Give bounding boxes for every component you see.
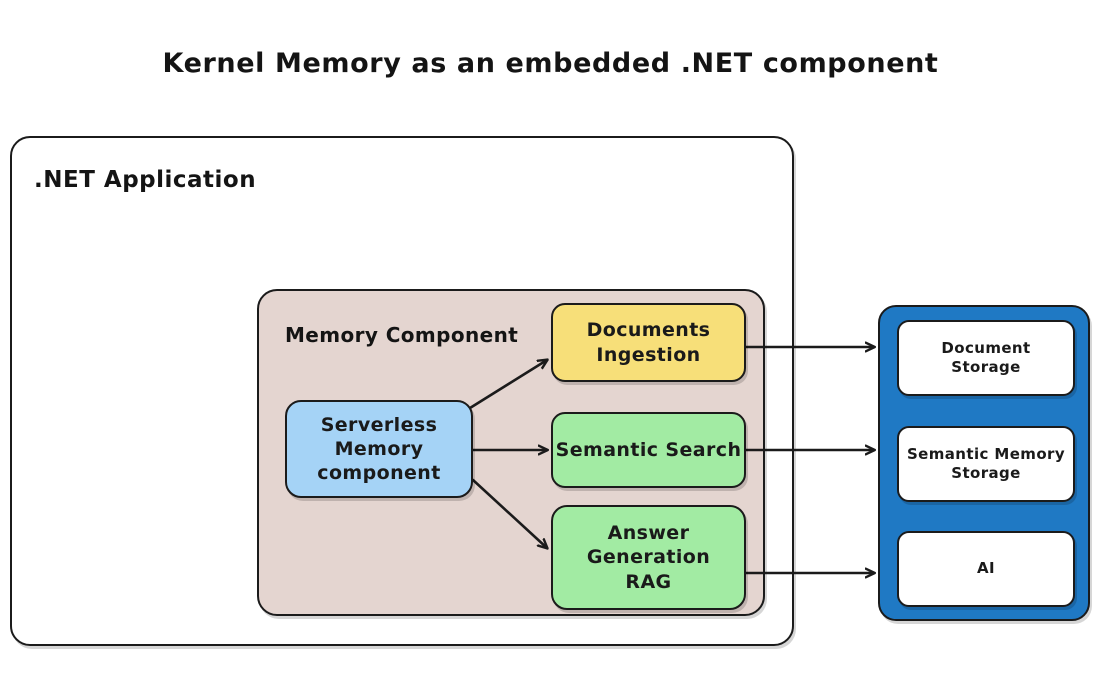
page-title: Kernel Memory as an embedded .NET compon… bbox=[162, 48, 939, 79]
memory-component-label: Memory Component bbox=[285, 323, 519, 347]
node-serverless-memory-component[interactable]: Serverless Memory component bbox=[285, 400, 473, 498]
dotnet-application-label: .NET Application bbox=[34, 167, 257, 193]
node-document-storage[interactable]: Document Storage bbox=[897, 320, 1075, 396]
node-ai[interactable]: AI bbox=[897, 531, 1075, 607]
node-answer-generation-rag[interactable]: Answer Generation RAG bbox=[551, 505, 746, 610]
node-semantic-memory-storage[interactable]: Semantic Memory Storage bbox=[897, 426, 1075, 502]
node-semantic-search[interactable]: Semantic Search bbox=[551, 412, 746, 488]
node-documents-ingestion[interactable]: Documents Ingestion bbox=[551, 303, 746, 382]
external-services-panel: Document Storage Semantic Memory Storage… bbox=[878, 305, 1090, 621]
